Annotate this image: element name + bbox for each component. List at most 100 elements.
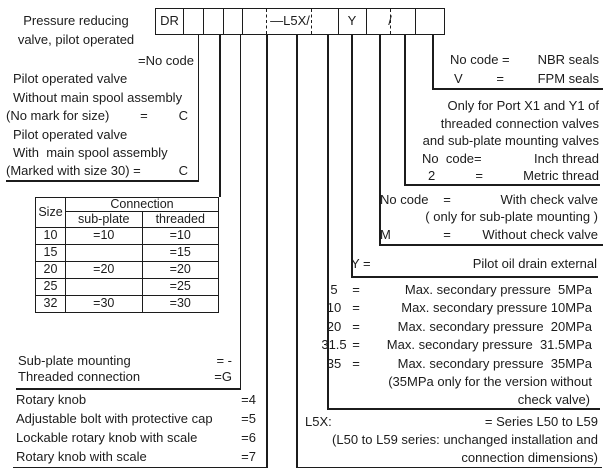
underline-drain (351, 276, 598, 278)
series-block: L5X: = Series L50 to L59 (L50 to L59 ser… (305, 413, 598, 467)
connector-mounting (239, 34, 241, 388)
pressure-code: 35 (326, 355, 342, 371)
adjustment-label: Rotary knob (16, 392, 87, 407)
code-field-prefix: DR (160, 13, 179, 28)
check-valve-eq: = (443, 226, 451, 242)
thread-code: No code= (422, 150, 482, 166)
mounting-row: Threaded connection =G (18, 369, 232, 385)
thread-note-line2: threaded connection valves (440, 115, 599, 131)
drain-desc: Pilot oil drain external (472, 255, 597, 271)
check-valve-eq: = (443, 192, 451, 207)
sub-plate-cell: =20 (65, 260, 143, 279)
mounting-code: =G (214, 368, 232, 384)
connection-header: Connection (65, 197, 219, 212)
spool-opt1-line1: Pilot operated valve (13, 71, 128, 87)
pressure-note-line2: check valve) (517, 392, 590, 408)
table-row: 10 =10 =10 (35, 226, 219, 245)
adjustment-label: Rotary knob with scale (16, 449, 147, 464)
pressure-row: 31.5 = Max. secondary pressure 31.5MPa (320, 336, 592, 354)
spool-opt2-label: (Marked with size 30) = (6, 163, 141, 179)
code-box-dashed-divider-1 (266, 9, 267, 34)
thread-code: 2 (428, 168, 436, 183)
spool-opt2-line1: Pilot operated valve (13, 126, 128, 142)
sub-plate-cell (65, 277, 143, 296)
adjustment-row: Lockable rotary knob with scale =6 (16, 428, 256, 447)
code-box-divider-6 (366, 9, 367, 34)
pressure-desc: Max. secondary pressure 31.5MPa (386, 337, 592, 353)
threaded-cell: =30 (141, 294, 219, 313)
size-cell: 20 (35, 260, 66, 279)
connector-drain (351, 34, 353, 276)
spool-no-code: =No code (137, 53, 194, 68)
code-box-divider-4 (242, 9, 243, 34)
mounting-label: Sub-plate mounting (18, 353, 131, 368)
series-value: = Series L50 to L59 (484, 414, 598, 429)
sub-plate-cell (65, 243, 143, 262)
pressure-eq: = (352, 355, 360, 371)
adjustment-label: Adjustable bolt with protective cap (16, 411, 213, 426)
code-box-divider-7 (414, 9, 416, 34)
spool-opt1-code-row: (No mark for size) = C (6, 107, 194, 125)
adjustment-row: Rotary knob =4 (16, 390, 256, 409)
code-field-thread: / (388, 13, 392, 28)
model-code-row: DR —L5X/ Y / (155, 8, 445, 35)
size-connection-table: Size Connection sub-plate threaded 10 =1… (35, 197, 219, 313)
threaded-cell: =15 (141, 243, 219, 262)
sub-plate-header: sub-plate (65, 210, 143, 228)
pressure-desc: Max. secondary pressure 20MPa (397, 318, 592, 334)
threaded-header: threaded (141, 210, 219, 228)
connector-series (296, 34, 298, 468)
pressure-desc: Max. secondary pressure 35MPa (397, 355, 592, 371)
check-valve-row: M = Without check valve (380, 226, 598, 243)
code-box-divider-5 (338, 9, 339, 34)
drain-block: Y = Pilot oil drain external (351, 255, 597, 271)
underline-thread (404, 184, 600, 186)
adjustment-code: =4 (241, 392, 256, 407)
connector-check-valve (379, 34, 381, 244)
check-valve-code: M (380, 226, 391, 242)
code-field-series: —L5X/ (270, 13, 310, 28)
spool-opt2-code: C (178, 163, 188, 179)
mounting-row: Sub-plate mounting = - (18, 353, 232, 369)
code-box-divider-3 (222, 9, 224, 34)
check-valve-note: ( only for sub-plate mounting ) (425, 209, 598, 225)
seals-code: No code = (450, 52, 510, 67)
pressure-row: 20 = Max. secondary pressure 20MPa (320, 318, 592, 336)
connector-adjustment (266, 34, 268, 468)
underline-adjustment (13, 466, 268, 468)
code-box-divider-1 (183, 9, 184, 34)
code-box-divider-2 (203, 9, 204, 34)
drain-code: Y = (351, 255, 371, 271)
thread-note-line1: Only for Port X1 and Y1 of (447, 98, 599, 113)
pressure-code: 5 (330, 282, 338, 297)
table-row: 32 =30 =30 (35, 294, 219, 313)
code-box-dashed-divider-3 (390, 9, 391, 34)
seals-row: No code = NBR seals (432, 50, 599, 69)
table-row: 25 =25 (35, 277, 219, 296)
pressure-code: 10 (326, 300, 342, 316)
code-box-dashed-divider-2 (311, 9, 312, 34)
check-valve-desc: Without check valve (482, 226, 598, 242)
connector-size (219, 34, 221, 197)
product-label-line1: Pressure reducing (23, 13, 129, 28)
threaded-cell: =25 (141, 277, 219, 296)
spool-opt2-line2: With main spool assembly (13, 145, 168, 161)
mounting-code: = - (216, 353, 232, 368)
thread-note-line3: and sub-plate mounting valves (422, 133, 599, 148)
underline-spool (6, 180, 199, 182)
size-cell: 25 (35, 277, 66, 296)
size-header: Size (35, 197, 66, 228)
thread-row: No code= Inch thread (404, 150, 599, 168)
seals-desc: FPM seals (537, 71, 599, 86)
seals-desc: NBR seals (537, 52, 599, 67)
pressure-eq: = (352, 282, 360, 297)
spool-opt2-code-row: (Marked with size 30) = C (6, 162, 194, 180)
adjustment-code: =7 (241, 449, 256, 464)
code-field-drain: Y (347, 13, 357, 28)
pressure-row: 10 = Max. secondary pressure 10MPa (320, 299, 592, 317)
series-code: L5X: (305, 414, 332, 429)
series-code-row: L5X: = Series L50 to L59 (305, 413, 598, 431)
threaded-cell: =10 (141, 226, 219, 245)
spool-opt1-eq: = (140, 108, 148, 124)
